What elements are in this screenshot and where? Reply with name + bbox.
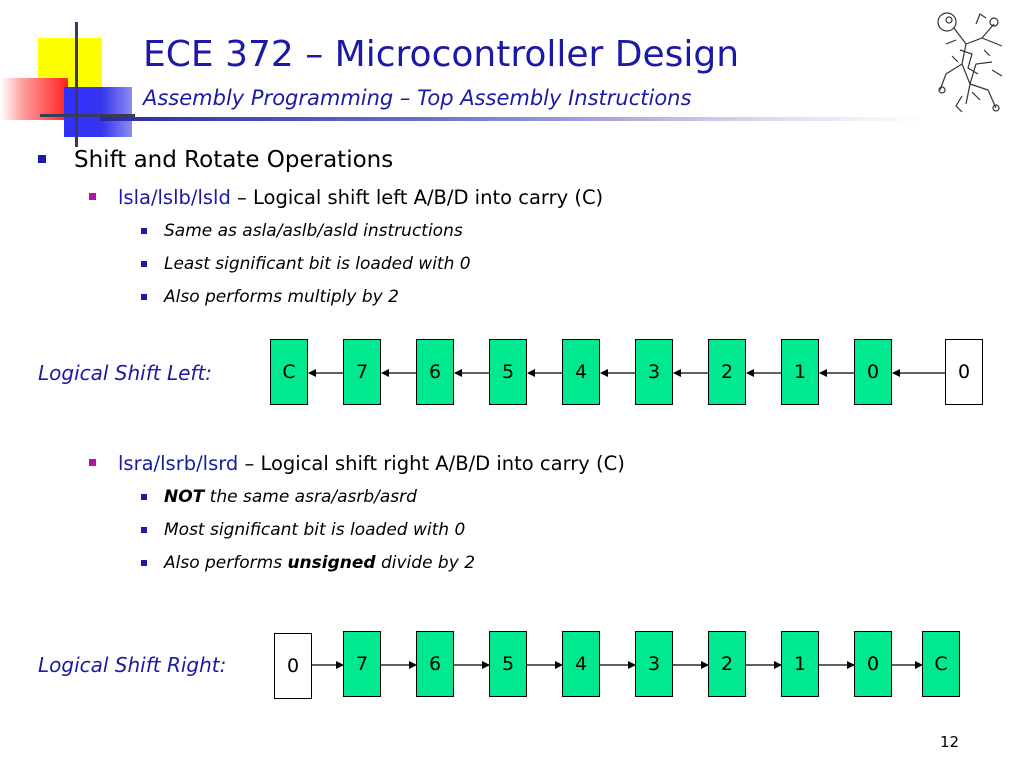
bullet-text: Shift and Rotate Operations <box>74 147 394 173</box>
bullet-marker <box>89 459 96 466</box>
register-cell-bit: 7 <box>343 339 381 405</box>
shift-input-zero: 0 <box>945 339 983 405</box>
bullet-text: Also performs multiply by 2 <box>164 287 399 307</box>
register-cell-bit: 5 <box>489 631 527 697</box>
bullet-text: lsra/lsrb/lsrd – Logical shift right A/B… <box>118 452 625 475</box>
register-cell-bit: 3 <box>635 631 673 697</box>
bullet-marker <box>89 193 96 200</box>
shift-input-zero: 0 <box>274 633 312 699</box>
bullet-marker <box>141 261 147 267</box>
decor-red-gradient-bar <box>0 78 68 120</box>
register-cell-bit: 1 <box>781 339 819 405</box>
note-text: the same asra/asrb/asrd <box>204 487 417 507</box>
emphasis-not: NOT <box>164 487 205 507</box>
register-cell-bit: 2 <box>708 631 746 697</box>
instruction-description: – Logical shift right A/B/D into carry (… <box>238 452 625 475</box>
bullet-marker <box>141 494 147 500</box>
register-cell-bit: 5 <box>489 339 527 405</box>
bullet-text: Least significant bit is loaded with 0 <box>164 254 471 274</box>
bullet-text: Also performs unsigned divide by 2 <box>164 553 475 573</box>
title-underline-rule <box>100 117 925 121</box>
slide-subtitle: Assembly Programming – Top Assembly Inst… <box>143 86 692 110</box>
register-cell-bit: 4 <box>562 339 600 405</box>
register-cell-bit: 3 <box>635 339 673 405</box>
page-number: 12 <box>940 733 960 751</box>
register-cell-carry: C <box>922 631 960 697</box>
decor-horizontal-line <box>40 114 135 117</box>
register-cell-bit: 0 <box>854 339 892 405</box>
bullet-text: Same as asla/aslb/asld instructions <box>164 221 463 241</box>
decor-vertical-line <box>75 22 78 147</box>
instruction-mnemonic: lsra/lsrb/lsrd <box>118 452 239 475</box>
bullet-marker <box>141 527 147 533</box>
register-cell-bit: 6 <box>416 631 454 697</box>
instruction-description: – Logical shift left A/B/D into carry (C… <box>230 186 604 209</box>
shift-left-label: Logical Shift Left: <box>38 361 213 385</box>
slide-title: ECE 372 – Microcontroller Design <box>143 34 740 75</box>
sketch-logo-icon <box>937 12 1003 113</box>
note-text: divide by 2 <box>375 553 476 573</box>
instruction-mnemonic: lsla/lslb/lsld <box>118 186 231 209</box>
bullet-text: NOT the same asra/asrb/asrd <box>164 487 417 507</box>
bullet-text: Most significant bit is loaded with 0 <box>164 520 466 540</box>
shift-right-label: Logical Shift Right: <box>38 653 227 677</box>
note-text: Also performs <box>164 553 288 573</box>
bullet-marker <box>141 560 147 566</box>
register-cell-bit: 7 <box>343 631 381 697</box>
bullet-marker <box>141 228 147 234</box>
bullet-marker <box>38 155 46 163</box>
emphasis-unsigned: unsigned <box>287 553 376 573</box>
register-cell-bit: 6 <box>416 339 454 405</box>
register-cell-bit: 0 <box>854 631 892 697</box>
bullet-marker <box>141 294 147 300</box>
register-cell-bit: 1 <box>781 631 819 697</box>
bullet-text: lsla/lslb/lsld – Logical shift left A/B/… <box>118 186 603 209</box>
register-cell-bit: 2 <box>708 339 746 405</box>
register-cell-bit: 4 <box>562 631 600 697</box>
register-cell-carry: C <box>270 339 308 405</box>
